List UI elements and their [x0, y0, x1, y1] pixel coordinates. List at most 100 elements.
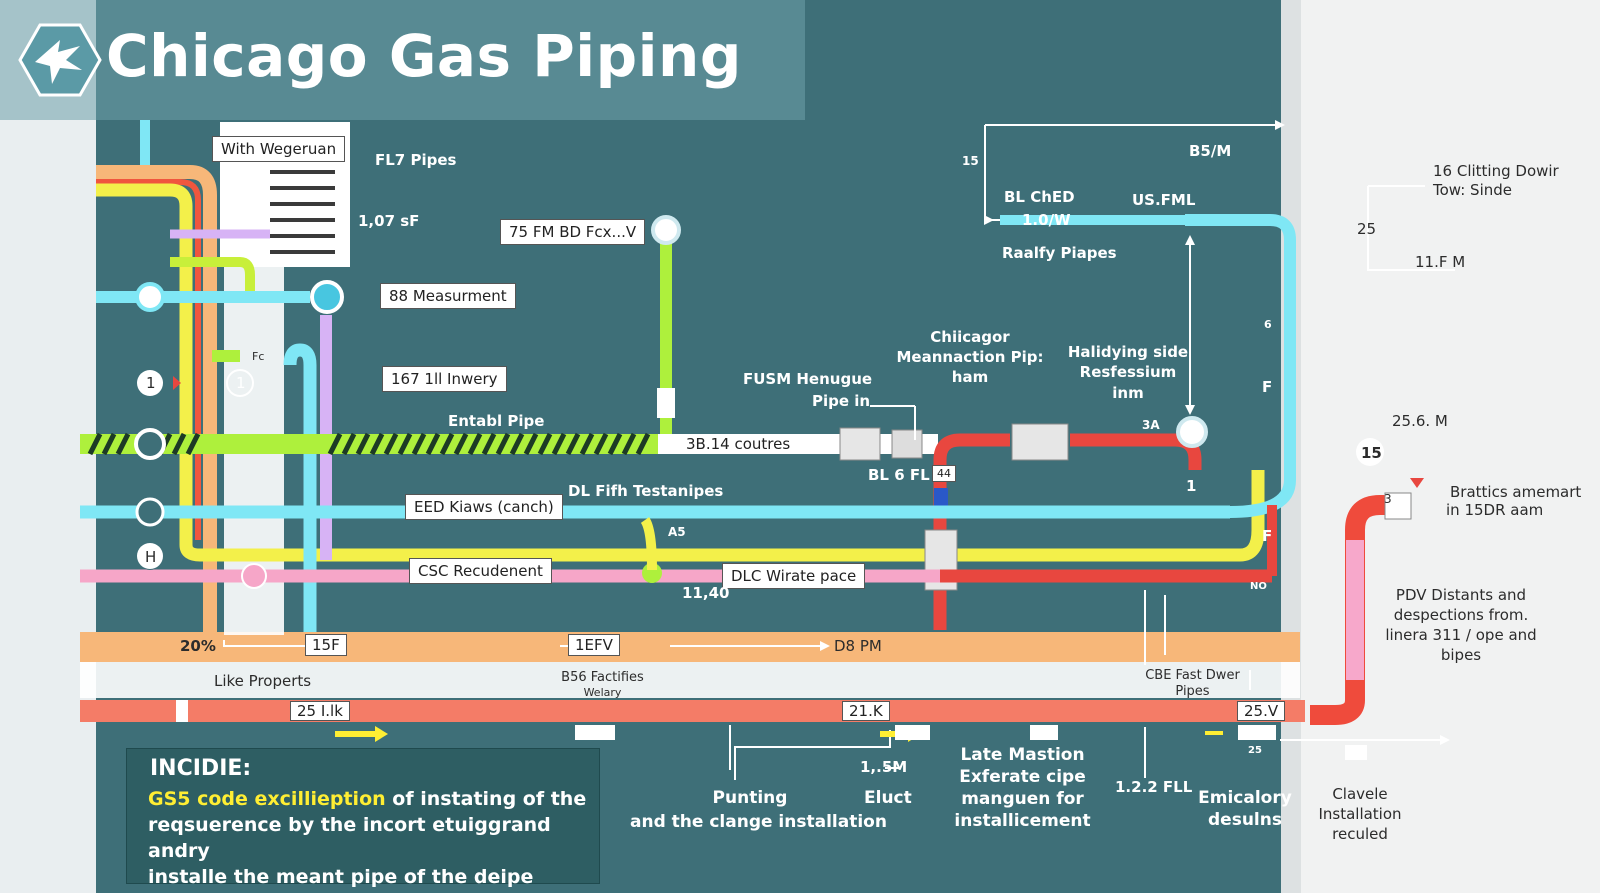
label-no: NO [1250, 581, 1267, 592]
label-csc: CSC Recudenent [409, 558, 552, 584]
label-21k: 21.K [842, 701, 890, 721]
valve-icon [134, 428, 166, 460]
title-band [0, 0, 805, 120]
label-6: 6 [1264, 318, 1272, 331]
label-pdv: PDV Distants and [1395, 586, 1527, 604]
panel-vents [270, 170, 335, 254]
label-late: Late Mastion [960, 745, 1085, 765]
callout-line-2: reqsuerence by the incort etuiggrand and… [148, 814, 551, 862]
label-emicalory-2: desulns [1208, 810, 1282, 830]
valve-icon [135, 497, 165, 527]
label-cbe-2: Pipes [1175, 684, 1210, 699]
label-11fm: 11.F M [1415, 253, 1466, 271]
callout-highlight: GS5 code excilliеption [148, 788, 386, 810]
callout-body: GS5 code excilliеption of instating of t… [148, 786, 598, 893]
label-halidying-2: Resfessium [1079, 363, 1177, 381]
label-size: 1,07 sF [358, 212, 420, 230]
orange-riser-pipe [96, 165, 217, 635]
gauge-icon [651, 215, 681, 245]
label-welary: Welary [583, 686, 622, 699]
callout-line-3: installe the meant pipe of the deipe col… [148, 866, 534, 893]
label-b5m: B5/M [1189, 142, 1232, 160]
label-1140: 11,40 [682, 584, 730, 602]
right-fitting [1384, 492, 1412, 520]
label-clitting-2: Tow: Sinde [1433, 181, 1513, 199]
red-indicator-icon [1410, 478, 1424, 488]
fitting [657, 388, 675, 418]
label-cbe: CBE Fast Dwer [1145, 668, 1240, 683]
callout-line-1: of instating of the [385, 788, 587, 810]
meter-icon [310, 280, 344, 314]
arrow-icons [820, 120, 1450, 745]
label-punting-2: and the clange installation [630, 812, 887, 832]
label-f-2: F [1262, 527, 1273, 545]
valve-icon [135, 282, 165, 312]
label-15f: 15F [305, 634, 347, 656]
label-25: 25 [1357, 220, 1377, 238]
label-halidying: Halidying side [1067, 343, 1189, 361]
badge-one-text-2: 1 [236, 374, 246, 392]
callout-title: INCIDIE: [150, 756, 252, 781]
label-measurement: 88 Measurment [380, 283, 516, 309]
label-f: F [1262, 378, 1273, 396]
label-late-3: manguen for [961, 789, 1084, 809]
fitting [891, 429, 923, 459]
label-fl7-pipes: FL7 Pipes [375, 151, 457, 169]
label-halidying-3: inm [1112, 384, 1144, 402]
label-25c: 25 [1248, 745, 1262, 756]
label-bl6fl: BL 6 FL [868, 466, 930, 484]
badge-one [137, 370, 163, 396]
label-blched: BL ChED [1004, 188, 1075, 206]
label-raalfy: Raalfy Piapes [1002, 244, 1117, 262]
salmon-main-band [80, 700, 1305, 722]
label-emicalory: Emicalory [1198, 788, 1292, 808]
badge-h-text: H [145, 548, 157, 566]
red-main-pipe [933, 433, 1010, 630]
label-clavele-3: reculed [1332, 825, 1388, 843]
label-late-2: Exferate cipe [959, 767, 1086, 787]
label-like: Like Properts [214, 672, 312, 690]
bottom-band-plates [575, 725, 1367, 760]
gauge-icon [1176, 416, 1208, 448]
label-clavele-2: Installation [1318, 805, 1402, 823]
label-d8pm: D8 PM [834, 637, 882, 655]
yellow-riser-pipe [96, 183, 1265, 562]
label-dlc: DLC Wirate pace [722, 563, 866, 589]
red-upper-pipe [1070, 433, 1202, 470]
label-one-c: 1 [1186, 477, 1197, 495]
yellow-bend-pipe [640, 517, 657, 571]
label-25v: 25.V [1237, 701, 1286, 721]
cyan-loop-pipe [283, 343, 317, 632]
label-15: 15 [962, 154, 979, 168]
label-eed: EED Kiaws (canch) [405, 494, 563, 520]
label-brattics-2: in 15DR aam [1446, 501, 1544, 519]
label-innery: 167 1ll Inwery [382, 366, 507, 392]
pink-fitting [241, 563, 267, 589]
label-1efv: 1EFV [568, 634, 620, 656]
label-pdv-4: bipes [1440, 646, 1482, 664]
green-hatching [87, 432, 651, 456]
label-clavele: Clavele [1332, 785, 1388, 803]
label-fusm: FUSM Henugue [743, 370, 873, 388]
label-entabl-pipe: Entabl Pipe [448, 412, 545, 430]
white-band [80, 662, 1300, 698]
red-arrow-icon [173, 376, 181, 390]
label-pdv-2: despections from. [1393, 606, 1529, 624]
label-122: 1.2.2 FLL [1115, 778, 1193, 796]
label-a5: A5 [668, 525, 686, 539]
yellow-arrow-icons [335, 726, 1223, 742]
badge-fifteen [1356, 438, 1384, 466]
label-15m: 1,.5M [860, 758, 908, 776]
label-3: 3 [1384, 492, 1392, 506]
label-chiicagor-3: ham [951, 368, 989, 386]
label-b56: B56 Factifies [561, 670, 644, 685]
label-coutres: 3B.14 coutres [686, 435, 791, 453]
badge-fifteen-text: 15 [1361, 444, 1382, 462]
label-256m: 25.6. M [1392, 412, 1448, 430]
label-3a: 3A [1142, 418, 1160, 432]
page-title: Chicago Gas Piping [106, 22, 742, 90]
badge-h [137, 543, 163, 569]
label-punting: Punting [712, 788, 788, 808]
